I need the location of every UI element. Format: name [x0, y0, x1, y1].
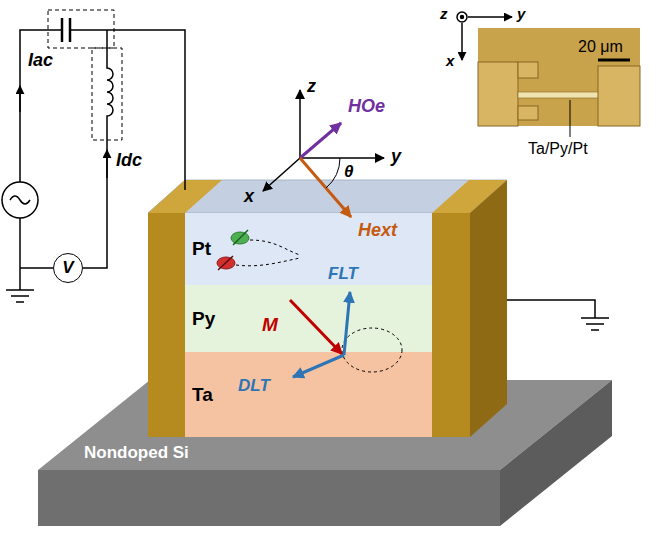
inset-axes-circle [457, 12, 467, 22]
micrograph-rect [478, 28, 640, 126]
ac-source-circle [2, 182, 38, 218]
coordinate-axes-path [263, 158, 300, 191]
torque-label: DLT [238, 376, 270, 396]
ac-source-path [10, 196, 30, 204]
magnetization-arrows-path [293, 355, 344, 377]
magnetization-arrows-path [290, 300, 342, 354]
substrate-label-region: Nondoped Si [80, 440, 260, 466]
ta-layer: Ta [185, 352, 432, 437]
current-label: Iac [28, 50, 53, 71]
spin-symbols-line [233, 230, 248, 245]
micrograph [478, 28, 640, 126]
sample-block-rect [148, 213, 470, 437]
coordinate-axes-path [326, 158, 340, 188]
micrograph-rect [598, 66, 640, 126]
circuit-wires-path [507, 300, 595, 318]
micrograph-rect [518, 106, 538, 120]
circuit-wires-rect [48, 10, 114, 48]
circuit-wires-path [70, 30, 185, 190]
spin-symbols-line [218, 256, 233, 270]
magnetization-label: M [262, 314, 278, 336]
scale-label: 20 μm [578, 38, 623, 56]
axis-label: z [307, 76, 316, 97]
circuit-wires-path [20, 30, 62, 182]
field-label: HOe [348, 96, 385, 117]
sample-block-polygon [470, 180, 507, 437]
axis-label: x [244, 186, 254, 207]
micrograph-rect [518, 92, 600, 98]
spin-symbols [217, 230, 300, 270]
ac-source [2, 182, 38, 218]
sample-block-polygon [148, 180, 507, 213]
current-label: Idc [116, 150, 142, 171]
leader-line [570, 100, 571, 137]
node-label: Pt [192, 238, 211, 260]
node-label: Nondoped Si [84, 443, 189, 463]
inset-axes [457, 12, 512, 60]
circuit-wires-path [19, 218, 21, 290]
coordinate-axes-path [300, 123, 341, 158]
field-label: Hext [358, 220, 397, 241]
circuit-wires-path [20, 267, 53, 269]
circuit-wires-path [19, 86, 21, 112]
micrograph-rect [518, 62, 538, 78]
axis-label: x [446, 52, 454, 69]
circuit-wires-path [83, 30, 113, 268]
circuit-wires-path [581, 318, 609, 330]
axis-label: y [391, 146, 401, 167]
substrate-polygon [38, 470, 500, 526]
circuit-wires-line [61, 18, 64, 42]
node-label: Ta [192, 384, 213, 406]
spin-symbols-path [236, 258, 300, 266]
spin-symbols-ellipse [217, 257, 235, 269]
axis-label: z [440, 5, 448, 22]
circuit-wires-line [69, 18, 72, 42]
substrate-polygon [500, 380, 612, 526]
coordinate-axes-path [300, 157, 384, 159]
micrograph-rect [478, 62, 518, 126]
node-label: V [62, 258, 73, 278]
circuit-wires-path [106, 150, 108, 178]
micrograph-line [598, 59, 630, 62]
inset-axes-path [468, 16, 512, 18]
magnetization-arrows [290, 292, 402, 377]
sample-block-rect [148, 213, 185, 437]
magnetization-arrows-path [344, 292, 350, 355]
sample-block [148, 180, 507, 437]
inset-axes-circle [461, 16, 464, 19]
micrograph-inset: 20 μmTa/Py/Pt [478, 28, 640, 126]
inset-axes-path [461, 23, 463, 60]
axis-label: y [517, 5, 525, 22]
node-label: Py [192, 308, 215, 330]
spin-symbols-path [250, 240, 300, 255]
circuit-wires-path [6, 290, 34, 302]
coordinate-axes-path [300, 158, 351, 217]
coordinate-axes-path [299, 90, 301, 158]
angle-label: θ [344, 162, 353, 182]
torque-label: FLT [328, 264, 358, 284]
voltmeter: V [53, 253, 83, 283]
sample-block-rect [432, 213, 470, 437]
magnetization-arrows-ellipse [342, 328, 402, 372]
sample-label: Ta/Py/Pt [528, 140, 588, 158]
